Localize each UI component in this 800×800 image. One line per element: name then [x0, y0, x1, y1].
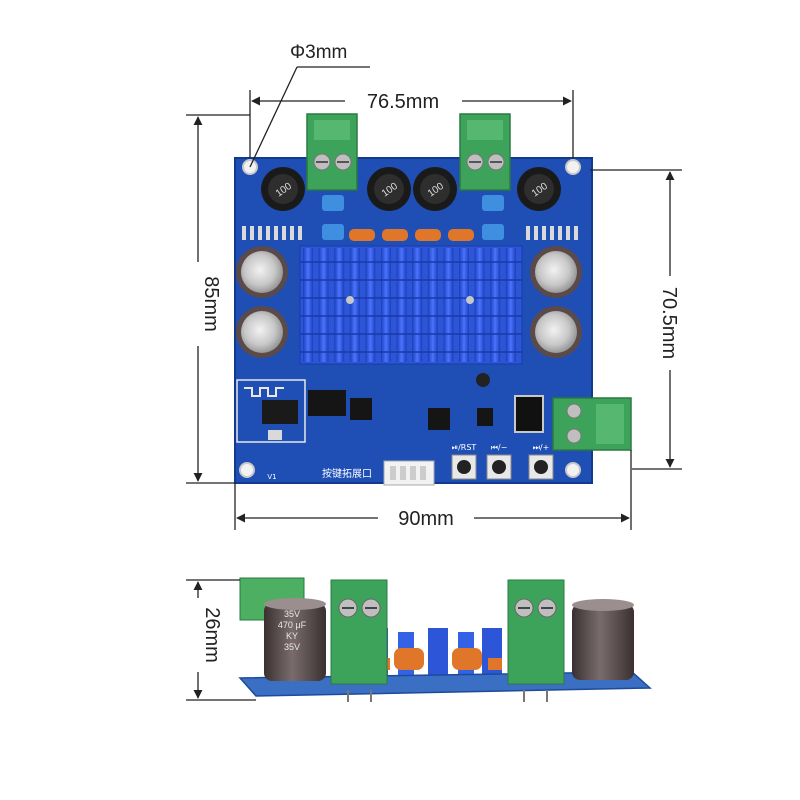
mounting-hole-top-right	[565, 159, 581, 175]
heatsink-fin	[381, 248, 391, 362]
heatsink-fin	[443, 248, 454, 362]
heatsink-fin	[474, 248, 485, 362]
orange-capacitors	[349, 229, 474, 241]
hole-diameter-label: Φ3mm	[290, 42, 347, 63]
mounting-hole-bottom-right	[565, 462, 581, 478]
terminal-block-right-output	[459, 113, 511, 191]
heatsink-fin	[412, 248, 423, 362]
button-play-reset[interactable]: ⏯/RST	[451, 443, 477, 480]
button-next-plus-label: ⏭/+	[533, 443, 550, 452]
heatsink	[299, 245, 523, 365]
inductor-2: 100	[367, 167, 411, 211]
heatsink-fin	[303, 248, 313, 362]
height-hole-spacing-label: 70.5mm	[658, 287, 680, 359]
side-terminal-left	[330, 579, 388, 702]
board-width-label: 90mm	[398, 508, 454, 530]
heatsink-fin	[349, 248, 360, 362]
board-height-label: 85mm	[200, 276, 222, 332]
side-view: 35V 470 μF KY 35V	[238, 577, 652, 702]
heatsink-fin	[365, 248, 376, 362]
capacitor-voltage-label-2: 35V	[284, 642, 300, 652]
terminal-block-power-input	[552, 397, 632, 451]
width-hole-spacing-label: 76.5mm	[367, 91, 439, 113]
side-capacitor-left: 35V 470 μF KY 35V	[264, 598, 326, 681]
button-prev-minus-label: ⏮/−	[491, 443, 508, 452]
mounting-hole-bottom-left	[239, 462, 255, 478]
side-capacitor-right	[572, 599, 634, 680]
heatsink-fin	[490, 248, 501, 362]
ic-chips	[308, 373, 544, 433]
heatsink-fin	[427, 248, 438, 362]
dimension-lines-top	[186, 66, 682, 530]
button-play-reset-label: ⏯/RST	[452, 443, 477, 452]
button-next-plus[interactable]: ⏭/+	[528, 443, 554, 480]
film-capacitors	[322, 195, 504, 240]
version-label: V1	[267, 473, 276, 481]
capacitor-capacitance-label: 470 μF	[278, 620, 307, 630]
heatsink-fin	[459, 248, 469, 362]
heatsink-fin	[505, 248, 516, 362]
smd-components	[242, 226, 578, 240]
heatsink-fin	[318, 248, 329, 362]
expansion-port-label: 按键拓展口	[322, 467, 372, 480]
electrolytic-capacitors-top	[236, 246, 582, 358]
heatsink-fin	[334, 248, 345, 362]
expansion-port	[383, 460, 435, 486]
dimension-lines-side	[186, 579, 256, 701]
top-view: 100 100 100 100	[234, 113, 632, 486]
bluetooth-module	[236, 379, 306, 443]
inductor-3: 100	[413, 167, 457, 211]
button-prev-minus[interactable]: ⏮/−	[486, 443, 512, 480]
capacitor-series-label: KY	[286, 631, 298, 641]
inductor-4: 100	[517, 167, 561, 211]
terminal-block-left-output	[306, 113, 358, 191]
inductor-1: 100	[261, 167, 305, 211]
capacitor-voltage-label: 35V	[284, 609, 300, 619]
board-thickness-label: 26mm	[201, 607, 223, 663]
inductors: 100 100 100 100	[261, 167, 561, 211]
heatsink-fin	[396, 248, 407, 362]
side-terminal-right	[507, 579, 565, 702]
